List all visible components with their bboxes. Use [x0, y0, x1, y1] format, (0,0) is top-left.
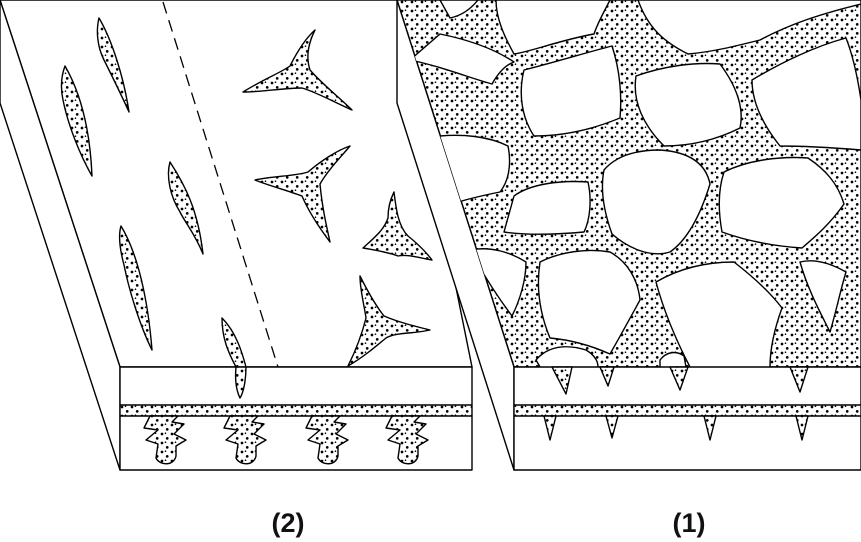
pore-layer-band-right [514, 405, 861, 416]
label-right-block: (1) [649, 508, 729, 539]
label-left-block: (2) [248, 508, 328, 539]
pore-layer-band-left [120, 405, 472, 416]
